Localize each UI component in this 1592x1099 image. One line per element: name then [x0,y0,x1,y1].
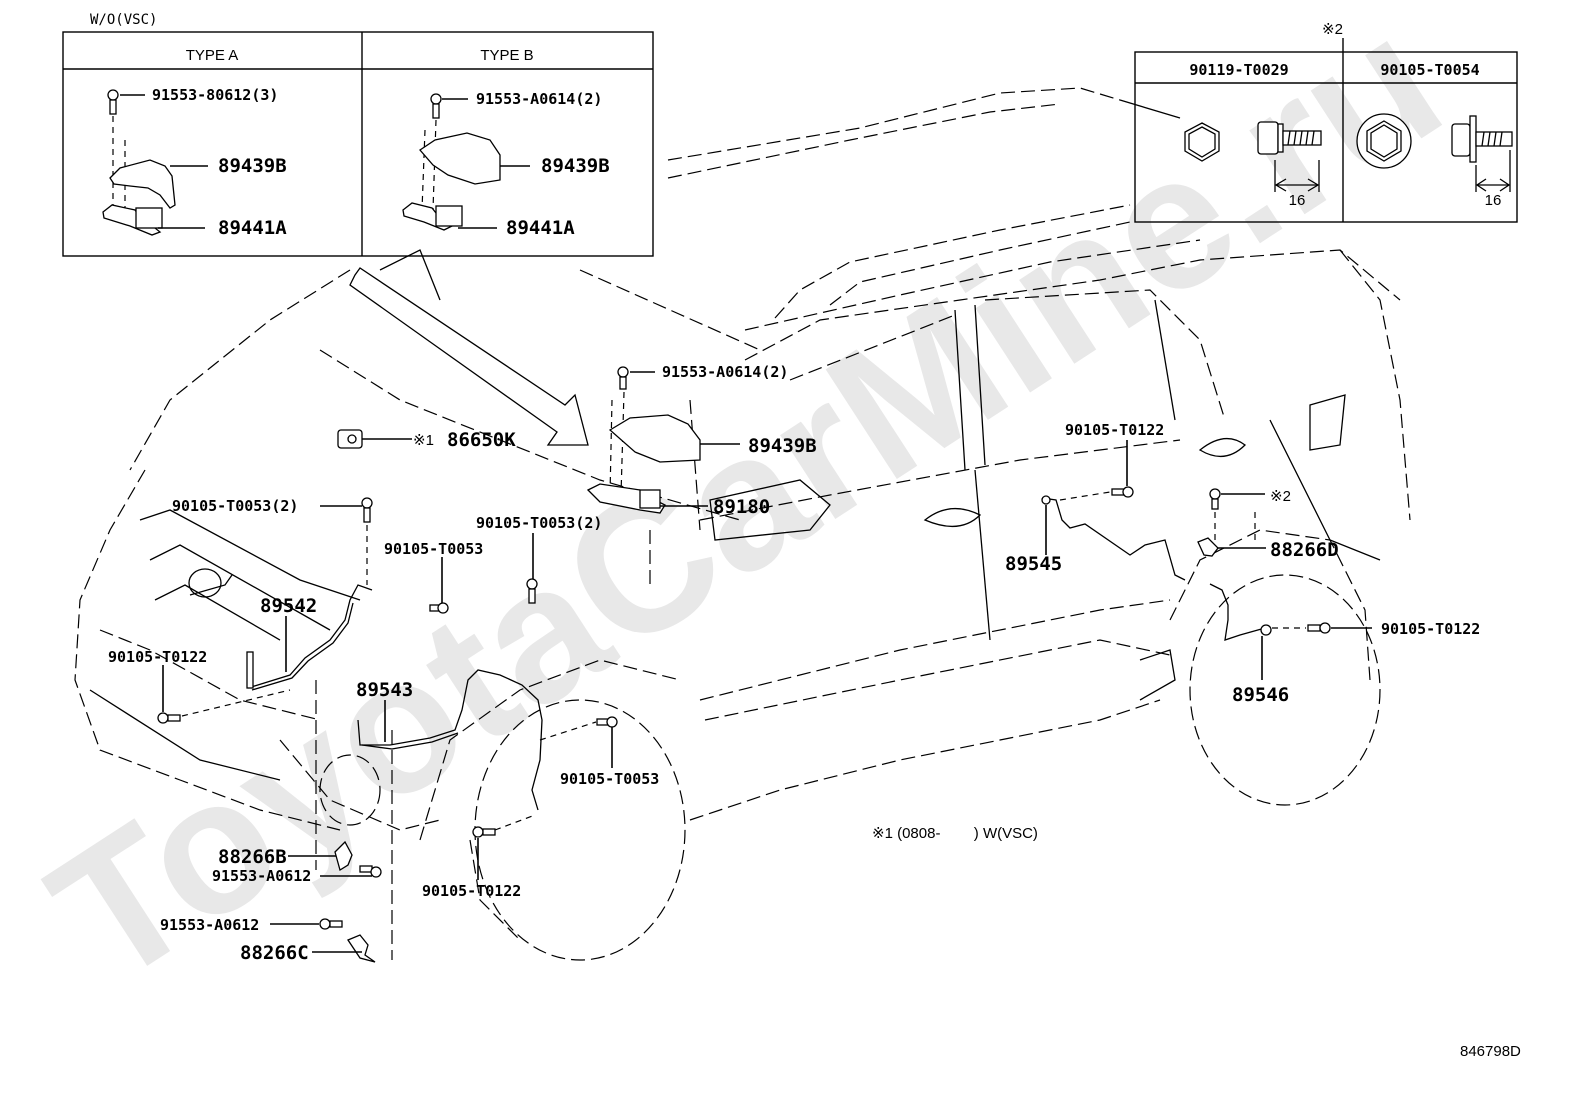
bolt-icon [359,865,382,878]
bolt-icon [596,716,618,728]
part-label[interactable]: 90105-T0122 [108,648,207,666]
bracket-d-icon [1197,537,1219,557]
note-marker: ※2 [1270,488,1291,505]
rear-harness-left-icon [1041,497,1186,581]
bolt-icon [1111,486,1134,498]
bracket-c-icon [347,934,376,963]
part-label[interactable]: 89439B [218,155,287,177]
rear-sensor-group: 90105-T0122 89545 ※2 88266D 89546 901 [1005,421,1480,706]
part-label[interactable]: 90105-T0053(2) [476,514,602,532]
part-label[interactable]: 90105-T0053 [384,540,483,558]
part-label[interactable]: 89441A [218,217,287,239]
part-label[interactable]: 88266C [240,942,309,964]
front-harness-right-icon [357,669,543,811]
vehicle-outline [74,87,1411,961]
part-label[interactable]: 88266B [218,846,287,868]
part-label[interactable]: 89439B [748,435,817,457]
inset-caption: ※2 [1322,21,1343,38]
part-label[interactable]: 89543 [356,679,413,701]
front-harness-left-icon [247,584,373,689]
bolt-icon [1209,488,1221,510]
type-b-bolt-icon [430,93,442,119]
type-a-bolt-icon [107,89,119,115]
inset-frame [62,31,654,257]
part-label[interactable]: 89542 [260,595,317,617]
part-label[interactable]: 90105-T0053 [560,770,659,788]
type-a-cover-icon [109,159,176,209]
bolt-icon [617,366,629,390]
part-label[interactable]: 91553-80612(3) [152,86,278,104]
part-label[interactable]: 90105-T0053(2) [172,497,298,515]
bolt-icon [319,918,343,930]
footnote: ※1 (0808- ) W(VSC) [872,825,1038,842]
relay-icon [337,429,363,449]
part-label[interactable]: 89441A [506,217,575,239]
part-label[interactable]: 86650K [447,429,516,451]
type-a-header: TYPE A [186,47,239,64]
bolt-icon [1307,622,1331,634]
part-label[interactable]: 89180 [713,496,770,518]
inset-caption: W/O(VSC) [90,12,157,28]
inset-wo-vsc: W/O(VSC) TYPE A TYPE B 91553-80612(3) 89… [62,12,654,257]
bolt-icon [526,578,538,604]
bolt-icon [361,497,373,523]
part-label[interactable]: 88266D [1270,539,1339,561]
rear-sensor-right-icon [1209,583,1266,641]
inset-bolt-variants: ※2 90119-T0029 90105-T0054 16 [1134,21,1518,223]
part-label[interactable]: 91553-A0614(2) [476,90,602,108]
yaw-cover-icon [608,414,701,463]
part-label[interactable]: 90105-T0122 [1065,421,1164,439]
part-label[interactable]: 91553-A0614(2) [662,363,788,381]
hex-bolt-side-icon [1257,121,1322,155]
drawing-number: 846798D [1460,1043,1521,1060]
bracket-b-icon [334,840,353,872]
part-label[interactable]: 89545 [1005,553,1062,575]
dimension-value: 16 [1485,192,1502,209]
bolt-icon [472,826,496,838]
part-label[interactable]: 90105-T0122 [1381,620,1480,638]
bolt-icon [429,602,449,614]
part-label[interactable]: 90105-T0122 [422,882,521,900]
part-label[interactable]: 91553-A0612 [212,867,311,885]
flange-bolt-side-icon [1451,115,1513,163]
part-label[interactable]: 91553-A0612 [160,916,259,934]
yaw-sensor-group: 91553-A0614(2) 89439B 89180 ※1 86650K [337,363,817,518]
front-sensor-group: 90105-T0053(2) 90105-T0053 90105-T0053(2… [108,497,659,964]
part-label[interactable]: 89546 [1232,684,1289,706]
bolt-icon [157,712,181,724]
inset-frame [1134,51,1518,223]
type-b-cover-icon [419,132,501,185]
dimension-value: 16 [1289,192,1306,209]
note-marker: ※1 [413,432,434,449]
variant-header-1[interactable]: 90119-T0029 [1189,61,1288,79]
type-b-header: TYPE B [480,47,533,64]
location-arrow [349,267,589,446]
part-label[interactable]: 89439B [541,155,610,177]
variant-header-2[interactable]: 90105-T0054 [1380,61,1479,79]
